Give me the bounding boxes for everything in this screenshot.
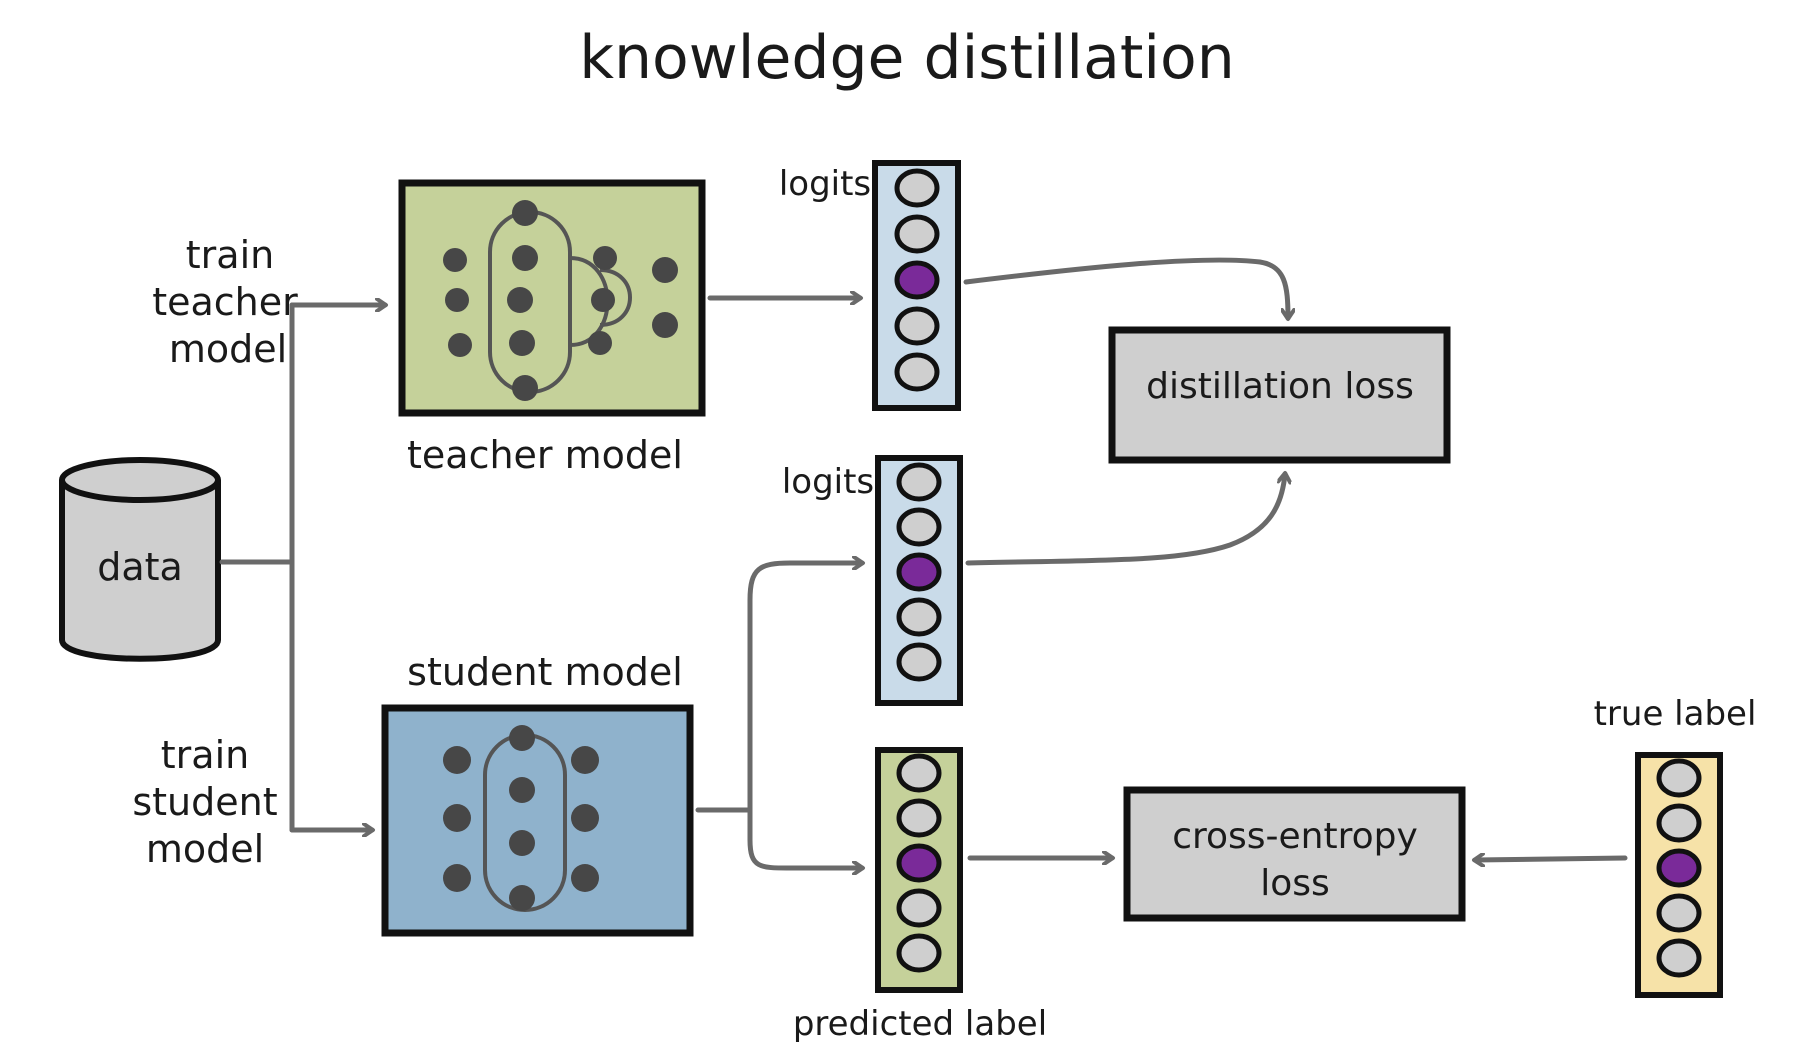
neuron bbox=[894, 352, 940, 392]
neuron bbox=[894, 168, 940, 208]
neuron bbox=[896, 642, 942, 682]
diagram-title: knowledge distillation bbox=[579, 23, 1235, 93]
neuron bbox=[1656, 938, 1702, 978]
student-to-logits-arrow bbox=[695, 563, 862, 813]
svg-text:teacher: teacher bbox=[152, 280, 298, 324]
teacher-logits-vector: logits bbox=[779, 160, 961, 411]
svg-text:model: model bbox=[169, 327, 287, 371]
true-label-vector: true label bbox=[1594, 694, 1757, 998]
cross-entropy-label: cross-entropy bbox=[1172, 816, 1418, 857]
train-student-label: train student model bbox=[132, 733, 277, 871]
student-neurons bbox=[443, 725, 599, 911]
train-teacher-label: train teacher model bbox=[152, 233, 298, 371]
data-store: data bbox=[59, 457, 221, 662]
neuron bbox=[896, 462, 942, 502]
student-logits-label: logits bbox=[782, 462, 874, 502]
teacher-model: teacher model bbox=[398, 179, 706, 477]
neuron bbox=[896, 507, 942, 547]
student-model: student model bbox=[381, 650, 694, 937]
model-arrows bbox=[695, 298, 862, 868]
neuron bbox=[896, 888, 942, 928]
svg-text:train: train bbox=[186, 233, 274, 277]
svg-text:student: student bbox=[132, 780, 277, 824]
neuron bbox=[1656, 803, 1702, 843]
true-label-to-cross-entropy-arrow bbox=[1475, 858, 1628, 860]
neuron bbox=[894, 306, 940, 346]
distillation-loss-label: distillation loss bbox=[1146, 366, 1414, 407]
neuron-highlighted bbox=[1656, 848, 1702, 888]
svg-text:train: train bbox=[161, 733, 249, 777]
neuron-highlighted bbox=[896, 843, 942, 883]
teacher-neurons bbox=[443, 200, 678, 401]
neuron-highlighted bbox=[896, 552, 942, 592]
data-connectors bbox=[219, 305, 385, 830]
student-logits-vector: logits bbox=[782, 455, 963, 706]
neuron-highlighted bbox=[894, 260, 940, 300]
predicted-label-text: predicted label bbox=[793, 1004, 1047, 1044]
loss-arrows bbox=[963, 257, 1628, 860]
neuron bbox=[1656, 893, 1702, 933]
loss-label: loss bbox=[1260, 863, 1330, 904]
teacher-logits-label: logits bbox=[779, 164, 871, 204]
neuron bbox=[896, 933, 942, 973]
true-label-text: true label bbox=[1594, 694, 1757, 734]
neuron bbox=[896, 597, 942, 637]
data-label: data bbox=[97, 545, 183, 589]
teacher-logits-to-distillation-arrow bbox=[963, 257, 1288, 318]
neuron bbox=[896, 753, 942, 793]
neuron bbox=[894, 214, 940, 254]
distillation-loss-box: distillation loss bbox=[1108, 326, 1451, 464]
predicted-label-vector: predicted label bbox=[793, 747, 1047, 1044]
neuron bbox=[896, 798, 942, 838]
cross-entropy-loss-box: cross-entropy loss bbox=[1123, 786, 1466, 922]
student-model-label: student model bbox=[407, 650, 683, 694]
neuron bbox=[1656, 758, 1702, 798]
teacher-model-label: teacher model bbox=[407, 433, 683, 477]
student-to-predicted-arrow bbox=[747, 807, 862, 868]
svg-text:model: model bbox=[146, 827, 264, 871]
student-logits-to-distillation-arrow bbox=[965, 474, 1285, 566]
